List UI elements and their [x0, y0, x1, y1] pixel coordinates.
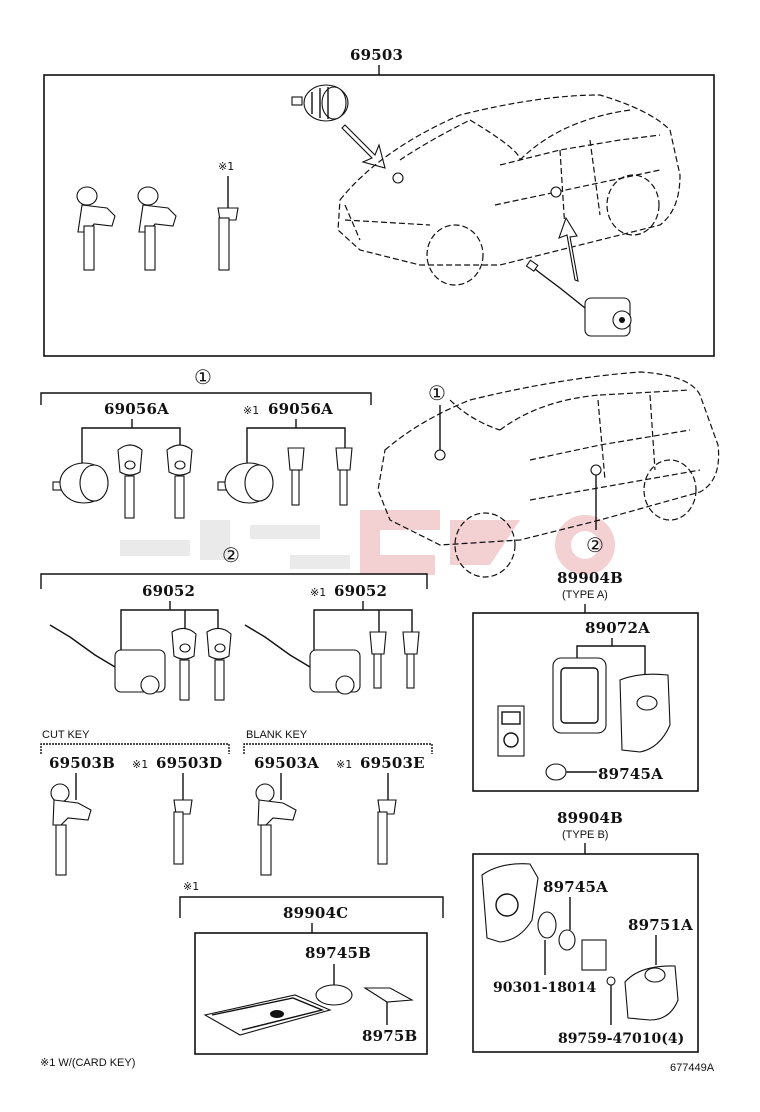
part-number-69056A: 69056A: [104, 400, 169, 418]
card-key-blade-icon: [217, 207, 239, 271]
part-number-69052: 69052: [142, 582, 195, 600]
part-number-69503B: 69503B: [49, 754, 115, 772]
mark-label: ※1: [218, 160, 234, 173]
type-a-subtitle: (TYPE A): [562, 589, 608, 601]
cut-key-title: CUT KEY: [42, 729, 90, 741]
key-with-head-icon: [76, 186, 116, 271]
key-blade-icon: [402, 631, 420, 689]
blank-key-title: BLANK KEY: [246, 729, 308, 741]
key-icon: [171, 627, 197, 701]
key-with-head-icon: [255, 783, 297, 876]
callout-1-car: ①: [428, 381, 446, 405]
key-icon: [166, 444, 193, 519]
door-lock-cylinder-icon: [49, 624, 166, 695]
door-lock-cylinder-icon: [525, 259, 632, 337]
car-location-icon: [377, 371, 720, 578]
circuit-board-icon: [497, 705, 525, 757]
fob-cover-icon: [624, 965, 679, 1021]
mark-label: ※1: [183, 880, 199, 893]
key-blade-icon: [287, 447, 305, 506]
o-ring-icon: [537, 911, 557, 939]
arrow-icon: [558, 216, 579, 282]
arrow-icon: [341, 124, 386, 169]
battery-icon: [558, 929, 576, 951]
mark-label: ※1: [243, 404, 259, 417]
card-key-icon: [203, 994, 332, 1036]
key-blade-icon: [335, 447, 353, 506]
callout-2: ②: [222, 543, 240, 567]
mark-label: ※1: [132, 758, 148, 771]
part-number-89904B-type-b: 89904B: [557, 809, 623, 827]
part-number-69503: 69503: [350, 46, 403, 64]
blank-key-group: BLANK KEY 69503A ※1 69503E: [243, 729, 433, 876]
key-with-head-icon: [50, 783, 92, 876]
mark-label: ※1: [310, 586, 326, 599]
part-number-69503A: 69503A: [254, 754, 319, 772]
battery-icon: [315, 984, 353, 1006]
part-number-69052-card: 69052: [334, 582, 387, 600]
key-with-head-icon: [137, 186, 177, 271]
card-key-group: ※1 89904C 89745B 8975B: [179, 880, 444, 1055]
hood-point-icon: [392, 172, 404, 184]
ignition-cylinder-icon: [291, 84, 349, 122]
top-group: 69503 ※1: [43, 46, 715, 357]
figure-id: 677449A: [670, 1062, 715, 1074]
type-a-group: 89904B (TYPE A) 89072A 89745A: [472, 569, 699, 792]
part-number-89904B-type-a: 89904B: [557, 569, 623, 587]
group-1-bracket: [40, 392, 372, 405]
fob-cover-icon: [619, 673, 671, 753]
group-1: ① 69056A ※1 69056A: [40, 365, 372, 519]
type-b-group: 89904B (TYPE B) 89745A 90301-18014 89751…: [472, 809, 699, 1053]
footnote: ※1 W/(CARD KEY): [40, 1057, 135, 1069]
part-number-69056A-card: 69056A: [268, 400, 333, 418]
watermark: [120, 510, 615, 575]
group-2: ② 69052 ※1 69052: [40, 543, 428, 701]
ignition-cylinder-icon: [217, 462, 274, 504]
part-number-89745A-type-a: 89745A: [598, 765, 663, 783]
part-number-69503D: 69503D: [156, 754, 222, 772]
part-number-89745B: 89745B: [305, 944, 371, 962]
type-a-frame: [472, 612, 699, 792]
part-number-89072A: 89072A: [585, 619, 650, 637]
part-number-8975B: 8975B: [362, 1027, 417, 1045]
part-number-89904C: 89904C: [283, 904, 348, 922]
mark-label: ※1: [336, 758, 352, 771]
type-b-frame: [472, 853, 699, 1053]
top-group-frame: [43, 74, 715, 357]
key-icon: [206, 627, 232, 701]
door-point-icon: [550, 186, 562, 198]
fob-case-icon: [481, 863, 539, 943]
plate-icon: [363, 987, 414, 1003]
part-number-89759-47010: 89759-47010(4): [558, 1031, 684, 1047]
key-blade-icon: [369, 631, 387, 689]
circuit-plate-icon: [581, 939, 607, 971]
type-b-subtitle: (TYPE B): [562, 829, 608, 841]
part-number-89751A: 89751A: [628, 916, 693, 934]
callout-1: ①: [194, 365, 212, 389]
screw-icon: [606, 976, 616, 986]
battery-icon: [545, 763, 567, 781]
card-key-blade-icon: [173, 799, 193, 865]
door-lock-cylinder-icon: [244, 624, 361, 695]
key-icon: [117, 444, 143, 519]
ignition-cylinder-icon: [52, 462, 109, 504]
card-key-blade-icon: [377, 799, 397, 865]
cut-key-group: CUT KEY 69503B ※1 69503D: [40, 729, 230, 876]
part-number-69503E: 69503E: [360, 754, 425, 772]
car-outline-icon: [337, 94, 681, 286]
callout-2-car: ②: [586, 533, 604, 557]
part-number-89745A-type-b: 89745A: [543, 878, 608, 896]
card-key-frame: [194, 932, 428, 1055]
card-key-bracket: [179, 896, 444, 918]
fob-case-frame-icon: [552, 657, 607, 734]
group-2-bracket: [40, 573, 428, 589]
part-number-90301-18014: 90301-18014: [493, 980, 596, 996]
